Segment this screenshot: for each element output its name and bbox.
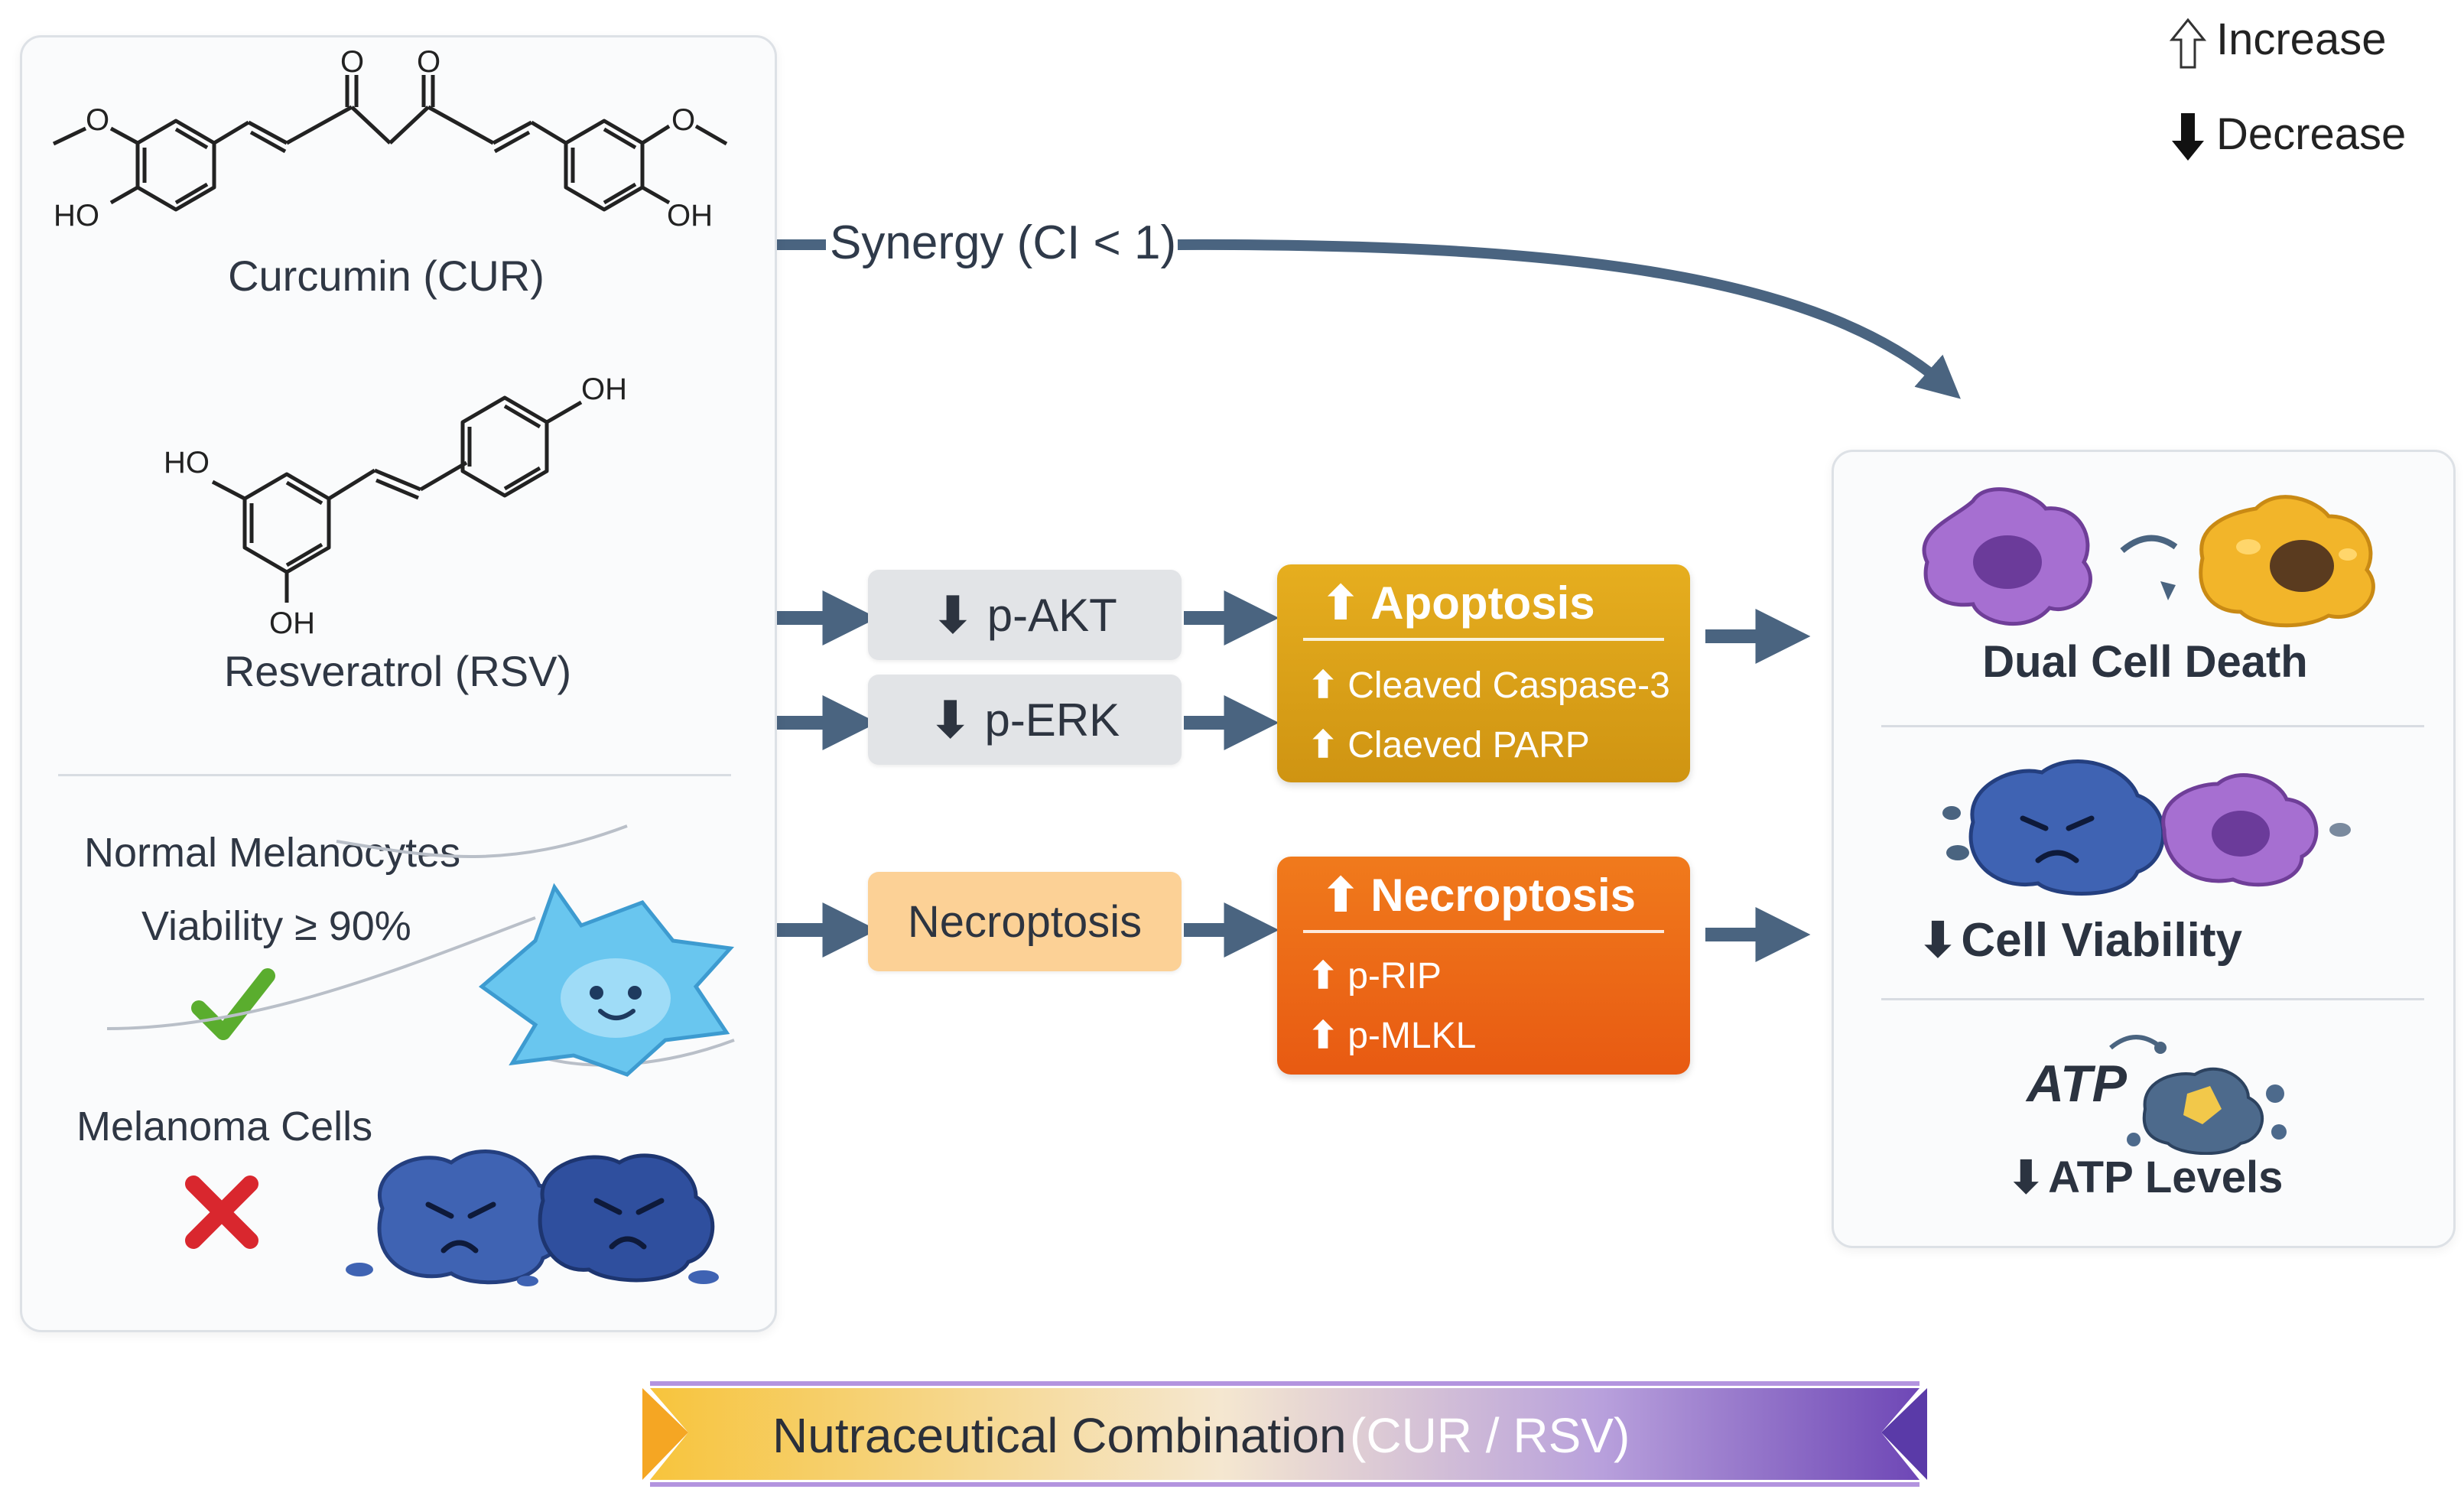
resveratrol-atom-oh2: OH xyxy=(269,606,315,640)
decrease-arrow-icon: ⬇ xyxy=(1918,914,1958,967)
increase-arrow-icon: ⬆ xyxy=(1308,1016,1339,1056)
resveratrol-atom-oh1: OH xyxy=(581,372,627,406)
atp-glyph: ATP xyxy=(2025,1055,2128,1113)
banner-main-text: Nutraceutical Combination xyxy=(772,1408,1347,1463)
apoptosis-divider xyxy=(1303,638,1664,641)
increase-arrow-icon: ⬆ xyxy=(1308,665,1339,706)
banner-ribbon xyxy=(642,1381,1927,1487)
necroptosis-item-1: ⬆p-MLKL xyxy=(1308,1014,1476,1057)
normal-cell-illustration xyxy=(107,824,735,1077)
curcumin-atom-oh: OH xyxy=(667,199,713,232)
resveratrol-label: Resveratrol (RSV) xyxy=(223,647,572,695)
atp-levels-label: ATP Levels xyxy=(2048,1153,2284,1202)
compounds-panel xyxy=(20,35,777,1332)
cleaved-parp-label: Claeved PARP xyxy=(1347,725,1590,766)
apoptosis-item-0: ⬆Cleaved Caspase-3 xyxy=(1308,664,1670,707)
necroptosis-item-0: ⬆p-RIP xyxy=(1308,954,1442,997)
normal-viability-text: Viability ≥ 90% xyxy=(141,903,411,949)
p-erk-box: ⬇ p-ERK xyxy=(868,675,1182,765)
melanoma-cell-right xyxy=(538,1153,715,1283)
panel-divider xyxy=(58,774,731,776)
necroptosis-title-row: ⬆Necroptosis xyxy=(1321,869,1636,922)
increase-arrow-icon: ⬆ xyxy=(1308,725,1339,766)
banner-sub-text: (CUR / RSV) xyxy=(1350,1408,1630,1463)
increase-arrow-icon: ⬆ xyxy=(1308,956,1339,997)
necroptosis-input-box: Necroptosis xyxy=(868,872,1182,971)
necroptosis-input-label: Necroptosis xyxy=(907,896,1143,947)
necroptosis-title: Necroptosis xyxy=(1370,870,1637,921)
apoptosis-title-row: ⬆Apoptosis xyxy=(1321,577,1595,630)
curcumin-structure: O O O HO O OH xyxy=(52,46,728,232)
results-divider-2 xyxy=(1881,998,2424,1000)
resveratrol-structure: HO OH OH xyxy=(164,372,627,640)
cell-viability-illustration xyxy=(1942,759,2351,896)
curcumin-atom-o4: O xyxy=(671,103,695,137)
banner-title: Nutraceutical Combination (CUR / RSV) xyxy=(772,1407,1630,1464)
legend: Increase Decrease xyxy=(2157,6,2447,167)
increase-arrow-icon: ⬆ xyxy=(1321,870,1360,921)
cleaved-caspase-3-label: Cleaved Caspase-3 xyxy=(1347,665,1670,706)
cell-viability-row: ⬇ Cell Viability xyxy=(1918,912,2242,967)
p-akt-box: ⬇ p-AKT xyxy=(868,570,1182,660)
curcumin-atom-o1: O xyxy=(340,46,364,79)
synergy-label: Synergy (CI < 1) xyxy=(830,216,1177,269)
atp-illustration: ATP xyxy=(2025,1035,2287,1155)
curcumin-atom-o2: O xyxy=(417,46,440,79)
melanoma-cells-title: Melanoma Cells xyxy=(76,1104,373,1149)
decrease-arrow-icon: ⬇ xyxy=(929,691,971,747)
curcumin-atom-ho: HO xyxy=(54,199,99,232)
cell-viability-label: Cell Viability xyxy=(1961,914,2242,967)
increase-arrow-icon xyxy=(2169,18,2207,69)
curcumin-label: Curcumin (CUR) xyxy=(228,252,544,300)
legend-decrease-label: Decrease xyxy=(2216,109,2407,159)
increase-arrow-icon: ⬆ xyxy=(1321,577,1360,629)
resveratrol-atom-ho: HO xyxy=(164,446,210,480)
decrease-arrow-icon: ⬇ xyxy=(932,587,974,642)
dual-cell-death-illustration xyxy=(1922,487,2375,628)
results-divider-1 xyxy=(1881,725,2424,727)
atp-levels-row: ⬇ ATP Levels xyxy=(2007,1151,2283,1203)
normal-melanocytes-title: Normal Melanocytes xyxy=(84,830,461,876)
legend-increase-label: Increase xyxy=(2216,15,2387,64)
p-rip-label: p-RIP xyxy=(1347,956,1442,997)
p-erk-label: p-ERK xyxy=(984,694,1120,746)
decrease-arrow-icon: ⬇ xyxy=(2007,1153,2045,1202)
cross-icon xyxy=(185,1175,258,1249)
apoptosis-title: Apoptosis xyxy=(1370,577,1595,629)
necroptosis-box: ⬆Necroptosis ⬆p-RIP ⬆p-MLKL xyxy=(1277,857,1690,1075)
necroptosis-divider xyxy=(1303,930,1664,933)
p-akt-label: p-AKT xyxy=(987,589,1117,641)
curcumin-atom-o3: O xyxy=(86,103,109,137)
decrease-arrow-icon xyxy=(2172,113,2204,161)
synergy-curve-arrow xyxy=(1177,239,1961,399)
apoptosis-box: ⬆Apoptosis ⬆Cleaved Caspase-3 ⬆Claeved P… xyxy=(1277,564,1690,782)
p-mlkl-label: p-MLKL xyxy=(1347,1016,1477,1056)
apoptosis-item-1: ⬆Claeved PARP xyxy=(1308,723,1590,766)
dual-cell-death-label: Dual Cell Death xyxy=(1982,637,2308,687)
melanoma-cells-illustration xyxy=(346,1149,719,1286)
check-icon xyxy=(191,968,275,1040)
